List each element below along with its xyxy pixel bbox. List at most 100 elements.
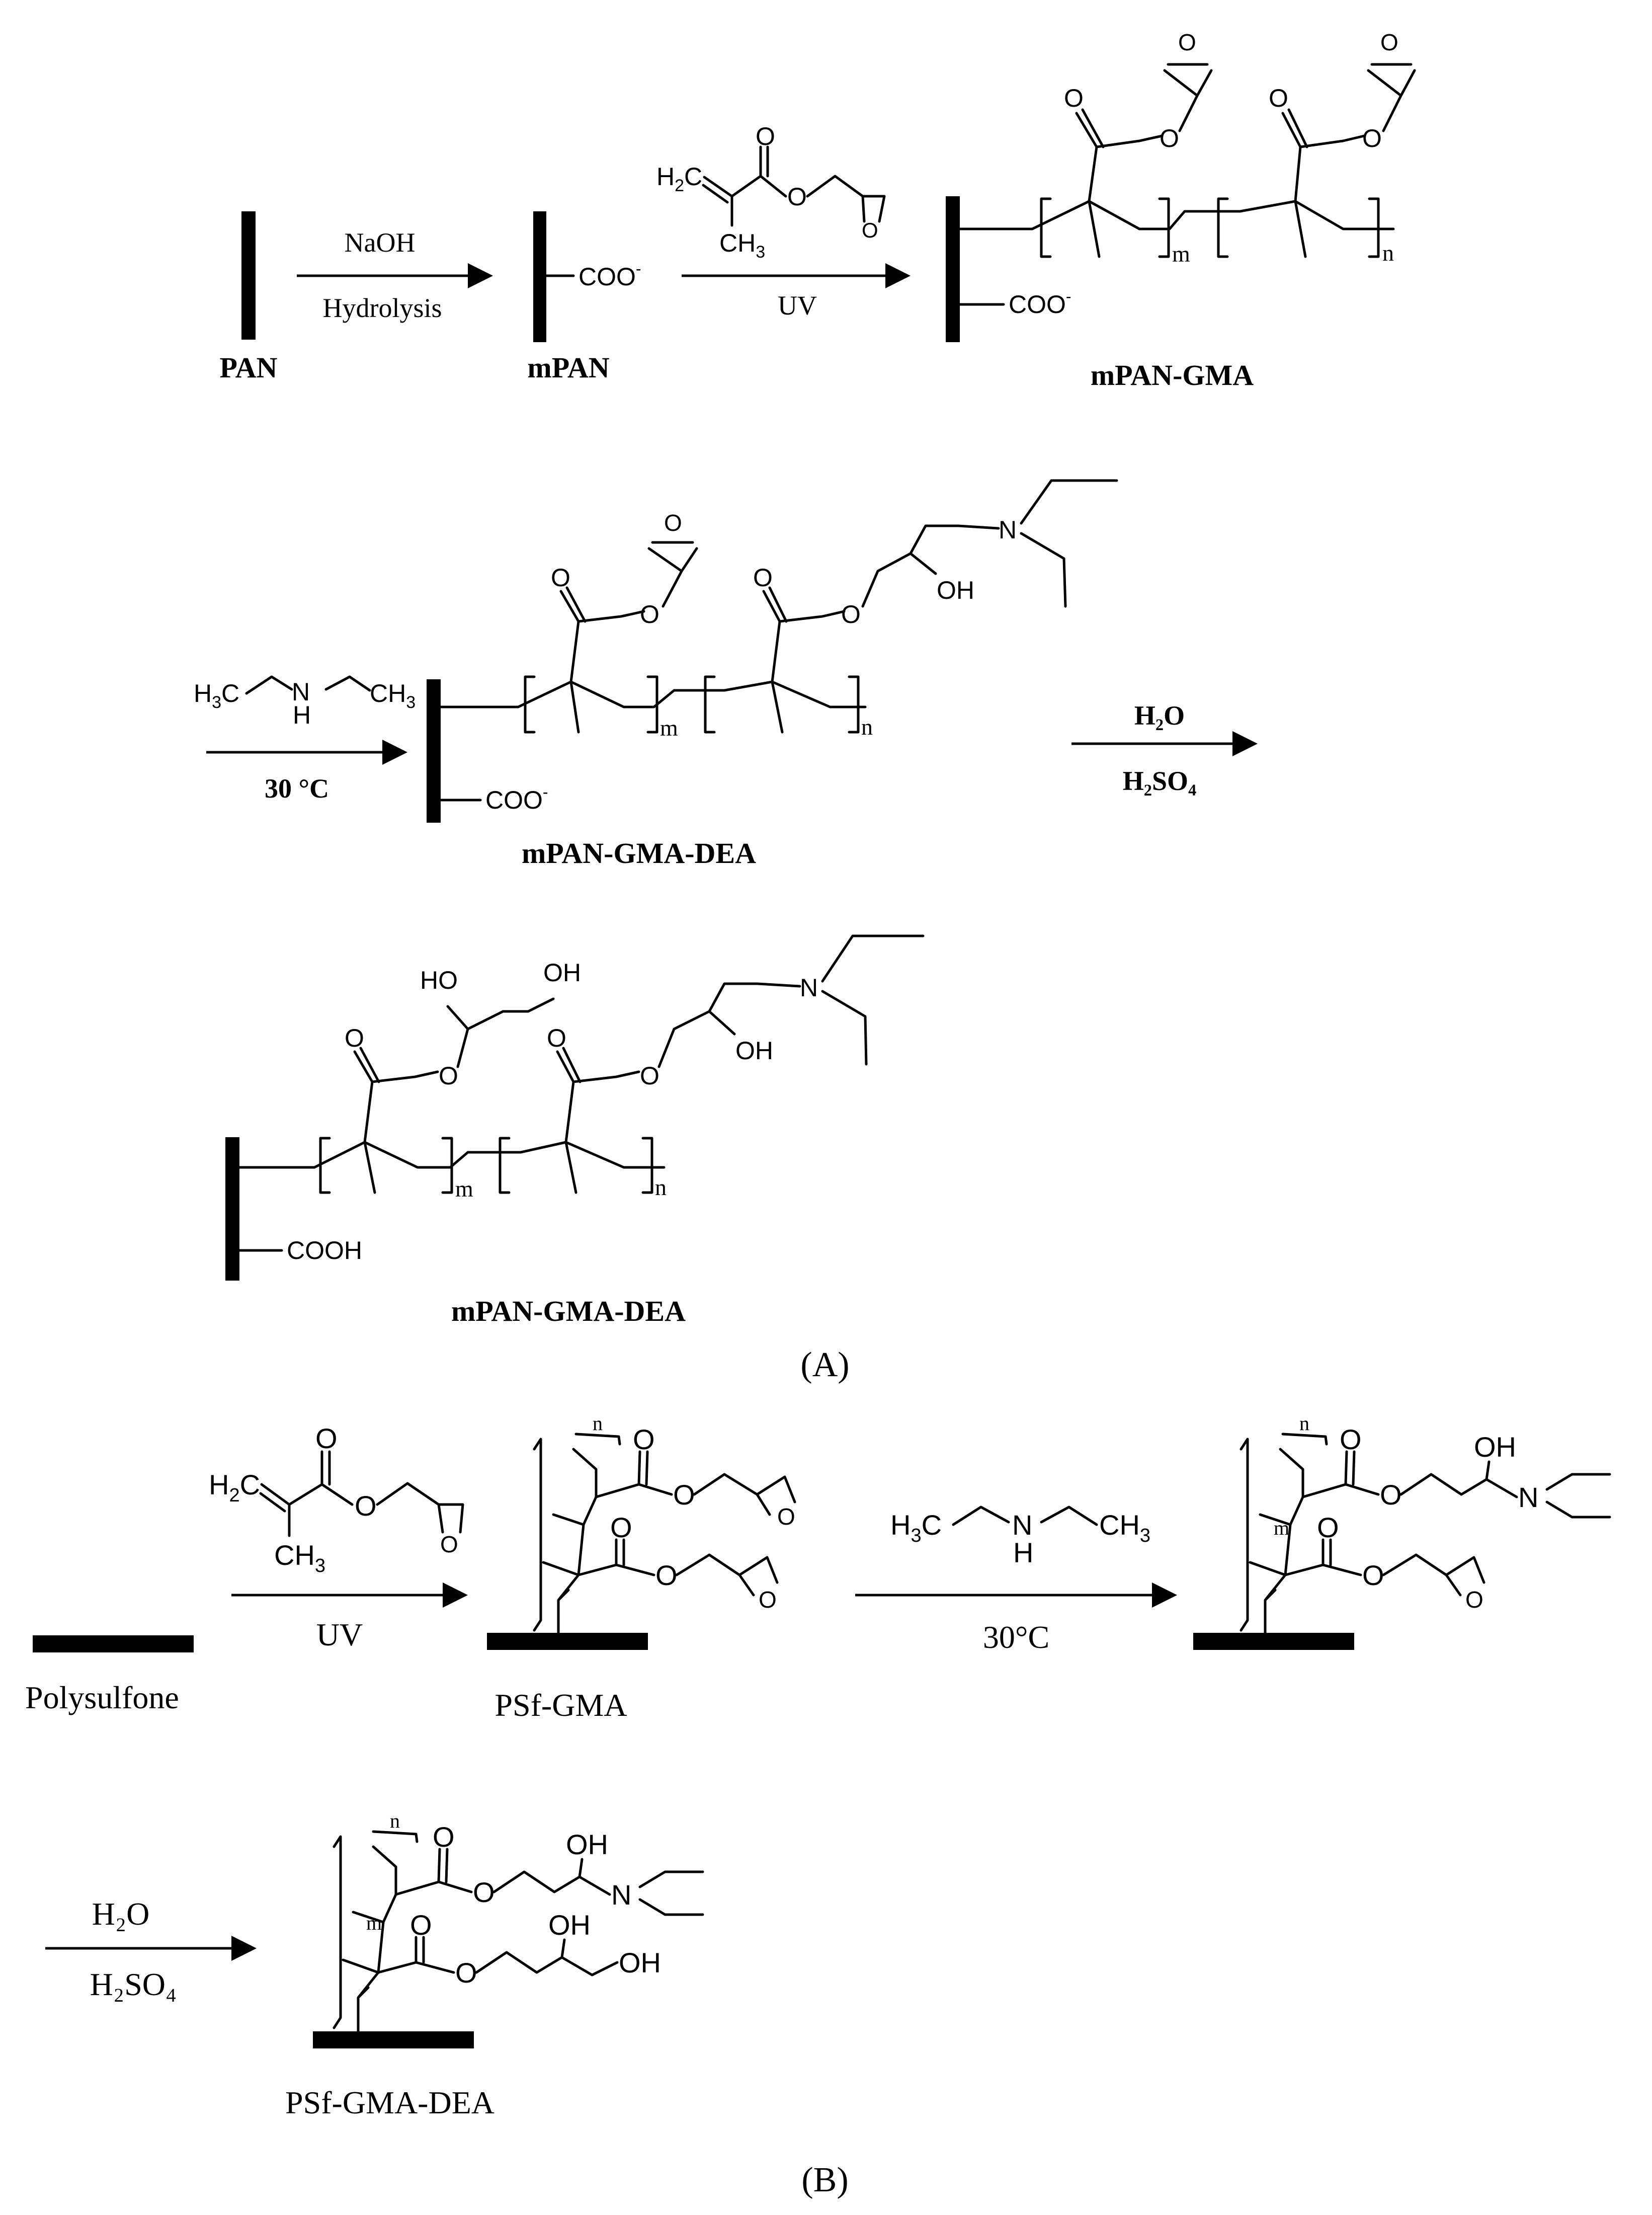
ester-bond (377, 1936, 455, 1974)
bracket-m-open (1040, 197, 1052, 258)
mpan-gma-dea-label: mPAN-GMA-DEA (522, 837, 756, 869)
epoxide-oxygen: O (664, 510, 682, 536)
bracket-n-open (704, 675, 716, 734)
dea-chain (861, 479, 1118, 608)
mpan-gma-structure: m n O O O O O O COO- mPAN-GMA (946, 29, 1416, 391)
mpan-gma-dea-label: mPAN-GMA-DEA (451, 1295, 686, 1327)
bracket (574, 1433, 621, 1446)
panel-a: PAN NaOH Hydrolysis COO- mPAN H2C CH3 O … (194, 29, 1416, 1384)
polysulfone-structure: Polysulfone (25, 1635, 194, 1715)
graft-chain (1249, 1448, 1304, 1634)
amine-hydrogen: H (293, 701, 311, 729)
hydroxyl: OH (566, 1829, 608, 1860)
condition-hydrolysis: Hydrolysis (322, 293, 442, 323)
ester-bond (1281, 108, 1366, 203)
bracket-n-open (1217, 197, 1229, 258)
membrane-bar (1193, 1633, 1354, 1650)
bracket-n-close (1368, 197, 1380, 258)
bracket-m-close (441, 1137, 453, 1194)
membrane-bar (487, 1633, 648, 1650)
mpan-gma-dea-structure-1: m n O O O O O OH N COO- mPAN-GMA-DEA (427, 479, 1118, 869)
arrow-hydrolysis: NaOH Hydrolysis (297, 227, 493, 323)
carbonyl-oxygen: O (410, 1909, 432, 1941)
amine-hydrogen: H (1013, 1537, 1033, 1568)
bracket-n-open (499, 1137, 511, 1194)
h3c-group: H3C (890, 1509, 942, 1546)
repeat-n: n (1382, 240, 1394, 266)
ester-bond (1284, 1538, 1362, 1576)
amine-nitrogen: N (1518, 1481, 1538, 1513)
epoxide-oxygen: O (777, 1504, 795, 1530)
bracket-m-close (646, 675, 658, 734)
amine-nitrogen: N (800, 974, 818, 1002)
hydroxyl: OH (937, 576, 974, 604)
carbonyl-oxygen: O (1269, 84, 1288, 112)
ester-oxygen: O (439, 1062, 458, 1090)
psf-gma-dea-intermediate: n m O O OH N O O O (1193, 1412, 1611, 1650)
diol-chain (446, 997, 555, 1068)
graft-chain (342, 1845, 397, 2033)
epoxide-oxygen: O (862, 218, 878, 242)
glycidyl-bond (806, 175, 864, 198)
bracket (333, 1835, 342, 2029)
epoxide-oxygen: O (1178, 29, 1196, 55)
polysulfone-label: Polysulfone (25, 1680, 179, 1715)
reagent-sulfuric-acid: H₂SO₄ (1123, 766, 1196, 796)
membrane-bar (225, 1137, 239, 1281)
dea-chain (1399, 1460, 1611, 1519)
carbonyl-oxygen: O (345, 1024, 364, 1052)
ester-bond (556, 1047, 640, 1144)
membrane-bar (533, 211, 546, 342)
ester-bond (394, 1848, 473, 1896)
diethylamine-reagent: H3C N H CH3 (194, 675, 416, 729)
arrow-uv-b: UV (231, 1583, 468, 1652)
carbonyl-oxygen: O (551, 564, 570, 592)
hydroxyl: OH (619, 1947, 661, 1979)
polymer-chain (313, 1141, 666, 1169)
hydroxyl: OH (543, 959, 581, 987)
carboxylate-group: COO- (1009, 287, 1071, 319)
bracket (1281, 1433, 1328, 1446)
carbonyl-oxygen: O (756, 122, 775, 150)
pan-structure: PAN (220, 211, 278, 384)
epoxide-ring (1367, 63, 1416, 132)
dea-chain (492, 1858, 704, 1916)
repeat-m: m (1172, 241, 1190, 267)
carbonyl-oxygen: O (633, 1423, 655, 1455)
gma-reagent: H2C CH3 O O O (656, 122, 886, 262)
reagent-naoh: NaOH (345, 227, 416, 258)
membrane-bar (946, 196, 960, 342)
membrane-bar (241, 211, 256, 340)
repeat-m: m (366, 1912, 382, 1934)
ester-oxygen: O (455, 1957, 477, 1989)
graft-chain (542, 1448, 598, 1634)
h2c-group: H2C (209, 1469, 260, 1506)
ester-oxygen: O (355, 1490, 377, 1522)
vinyl-bond (259, 1483, 291, 1513)
glycidyl-bond (693, 1473, 796, 1516)
ester-oxygen: O (640, 600, 659, 628)
epoxide-oxygen: O (1465, 1587, 1483, 1613)
ch3-group: CH3 (370, 679, 416, 712)
arrow-30c-b: 30°C (855, 1583, 1177, 1655)
condition-30c: 30 °C (265, 773, 329, 804)
condition-uv: UV (316, 1617, 363, 1652)
panel-b-caption: (B) (801, 2161, 848, 2199)
ester-oxygen: O (673, 1479, 695, 1511)
h3c-group: H3C (194, 679, 239, 712)
carboxylate-group: COO- (485, 783, 548, 814)
bracket-m-open (524, 675, 536, 734)
amine-nitrogen: N (1012, 1509, 1032, 1541)
repeat-n: n (1299, 1412, 1309, 1435)
mpan-structure: COO- mPAN (527, 211, 641, 384)
membrane-bar (427, 679, 441, 823)
methyl-group: CH3 (719, 229, 765, 262)
carbonyl-oxygen: O (547, 1024, 566, 1052)
amine-nitrogen: N (999, 516, 1017, 544)
hydroxyl-left: HO (420, 966, 458, 994)
ester-bond (353, 1047, 439, 1144)
diethylamine-reagent-b: H3C N H CH3 (890, 1506, 1150, 1568)
condition-uv: UV (778, 290, 817, 321)
ester-oxygen: O (1362, 124, 1382, 152)
